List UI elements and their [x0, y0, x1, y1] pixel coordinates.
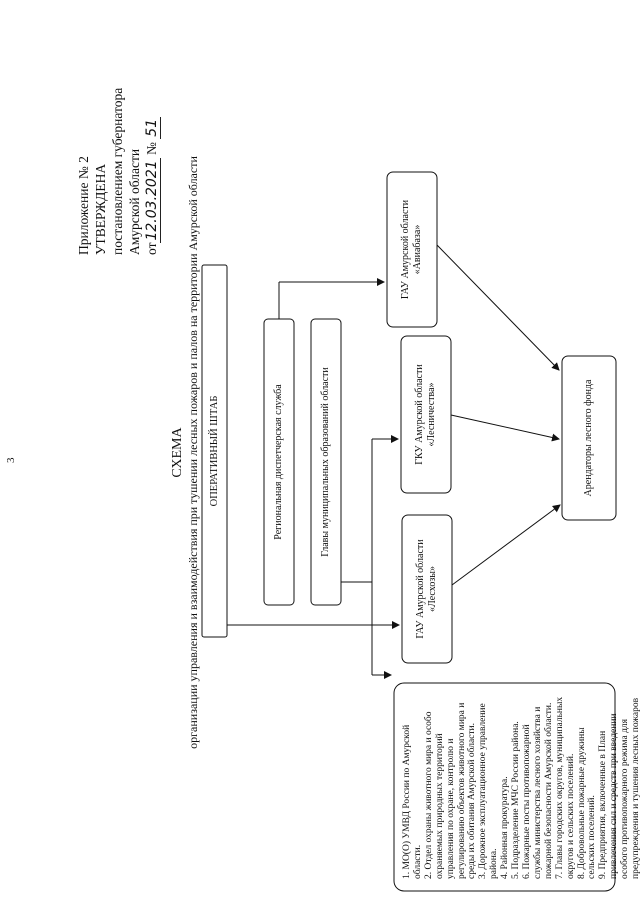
participants-list: 1. МО(О) УМВД России по Амурской области…	[394, 683, 640, 891]
list-item: 2. Отдел охраны животного мира и особо о…	[423, 702, 478, 879]
gau-aviabaza-box	[386, 171, 438, 328]
gku-lesnichestva-label: ГКУ Амурской области «Лесничества»	[414, 364, 437, 465]
municipal-heads-box	[310, 318, 342, 606]
list-item: 3. Дорожное эксплуатационное управление …	[478, 703, 500, 879]
list-item: 9. Предприятия, включенные в План привле…	[598, 697, 640, 879]
list-item: 4. Районная прокуратура.	[500, 776, 511, 879]
operational-hq-label: ОПЕРАТИВНЫЙ ШТАБ	[208, 395, 220, 507]
arrow-leshozy-to-tenants	[451, 504, 561, 586]
gau-leshozy-box	[401, 514, 453, 664]
list-item: 5. Подразделение МЧС России района.	[511, 721, 522, 879]
forest-tenants-label: Арендаторы лесного фонда	[583, 379, 594, 497]
list-item: 1. МО(О) УМВД России по Амурской области…	[402, 724, 423, 879]
regional-dispatch-label: Региональная диспетчерская служба	[273, 384, 284, 540]
gau-leshozy-label: ГАУ Амурской области «Лесхозы»	[415, 539, 438, 639]
list-item: 7. Главы городских округов, муниципальны…	[554, 696, 576, 879]
participants-list-box	[393, 682, 616, 892]
gku-lesnichestva-box	[400, 335, 452, 494]
list-item: 6. Пожарные посты противопожарной службы…	[521, 702, 554, 879]
forest-tenants-box	[561, 355, 617, 521]
arrow-lesnichestva-to-tenants	[450, 414, 560, 442]
gau-aviabaza-label: ГАУ Амурской области «Авиабаза»	[400, 199, 423, 300]
arrow-aviabaza-to-tenants	[436, 244, 560, 371]
list-item: 8. Добровольные пожарные дружины сельски…	[576, 727, 598, 879]
operational-hq-box	[201, 264, 228, 638]
municipal-heads-label: Главы муниципальных образований области	[320, 367, 331, 557]
